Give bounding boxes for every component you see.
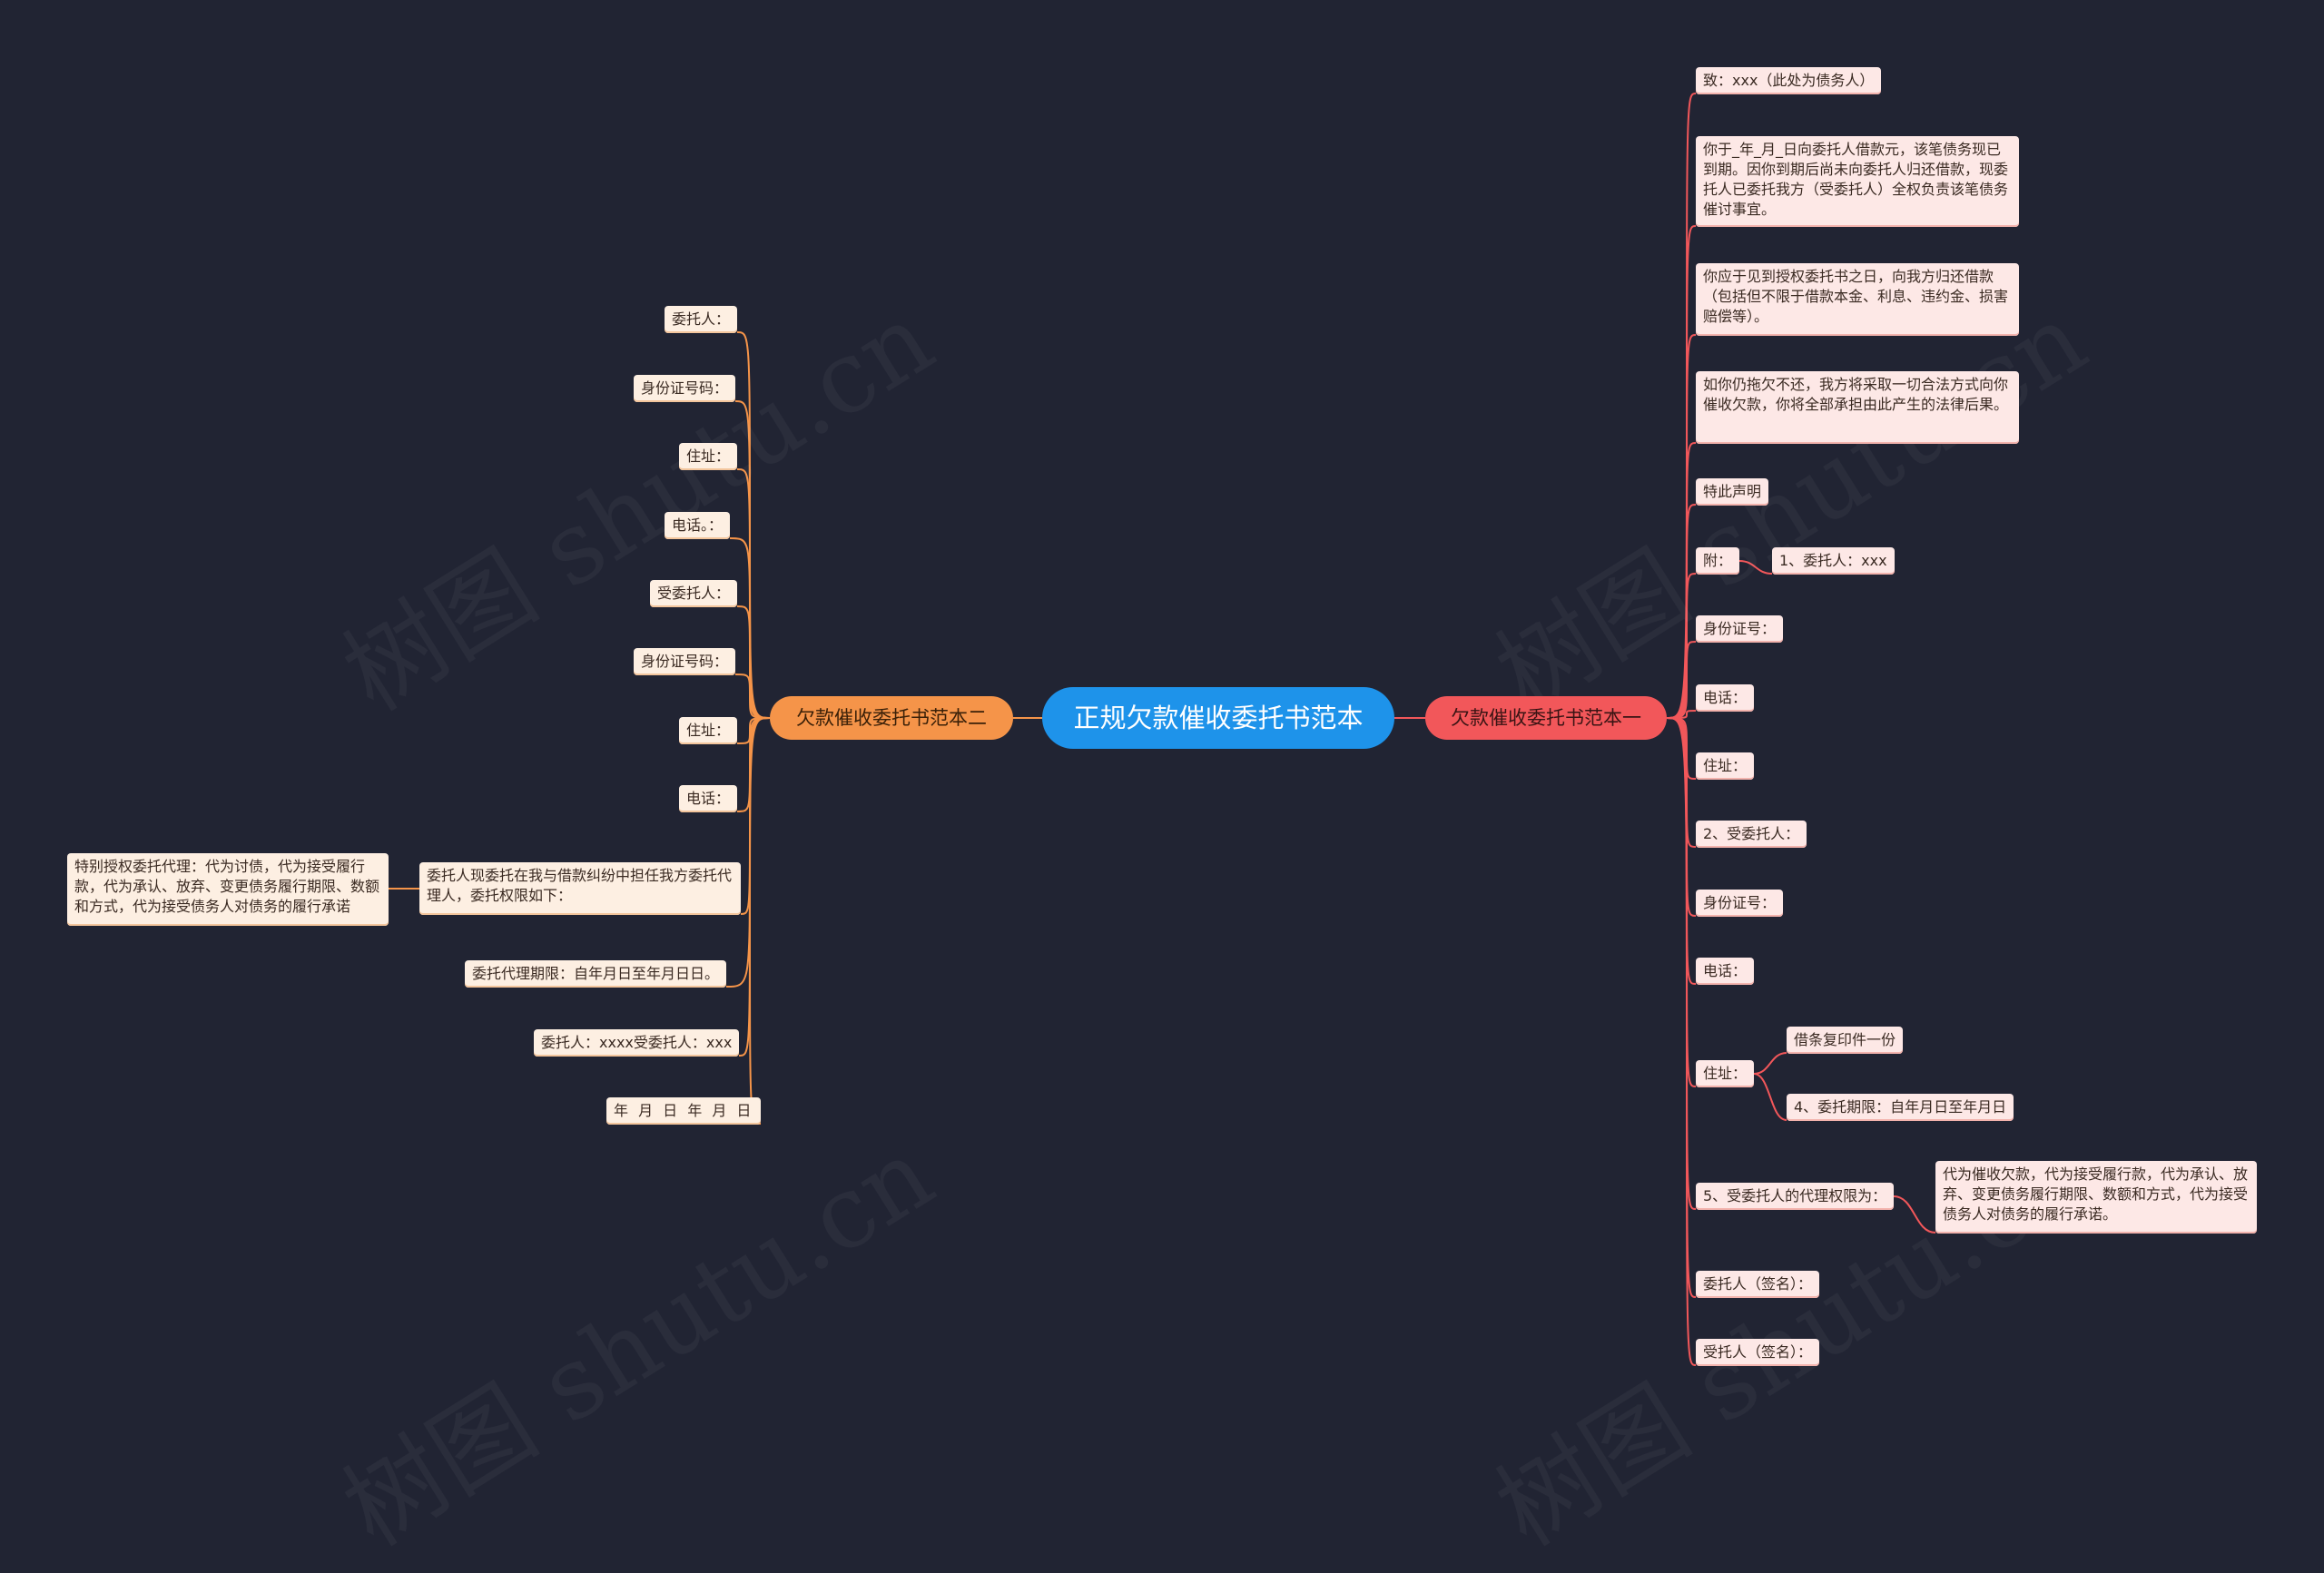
connector-right (1666, 442, 1697, 719)
left-item-address-1[interactable]: 住址： (679, 443, 738, 470)
connector-right-sub (1753, 1073, 1787, 1121)
right-sub-authority-detail[interactable]: 代为催收欠款，代为接受履行款，代为承认、放弃、变更债务履行期限、数额和方式，代为… (1935, 1161, 2257, 1234)
connector-right (1666, 717, 1697, 1298)
right-item-phone-1[interactable]: 电话： (1696, 684, 1755, 712)
connector-right (1666, 717, 1697, 917)
right-item-to[interactable]: 致：xxx（此处为债务人） (1696, 67, 1882, 94)
branch-left-topic[interactable]: 欠款催收委托书范本二 (770, 696, 1013, 740)
left-item-agent[interactable]: 受委托人： (650, 580, 738, 607)
left-item-entrust[interactable]: 委托人现委托在我与借款纠纷中担任我方委托代理人，委托权限如下： (419, 862, 741, 915)
right-item-id-1[interactable]: 身份证号： (1696, 615, 1784, 643)
connector-right (1666, 573, 1697, 719)
left-item-date[interactable]: 年 月 日 年 月 日 (606, 1097, 762, 1125)
right-item-agent[interactable]: 2、受委托人： (1696, 821, 1807, 848)
connector-right (1666, 93, 1697, 719)
left-item-principal[interactable]: 委托人： (665, 306, 738, 333)
right-item-loan-notice[interactable]: 你于_年_月_日向委托人借款元，该笔债务现已到期。因你到期后尚未向委托人归还借款… (1696, 136, 2019, 227)
right-item-repay[interactable]: 你应于见到授权委托书之日，向我方归还借款（包括但不限于借款本金、利息、违约金、损… (1696, 263, 2019, 336)
right-sub-principal[interactable]: 1、委托人：xxx (1772, 547, 1895, 575)
connector-right (1666, 334, 1697, 719)
connector-lines (389, 93, 1936, 1366)
right-item-warning[interactable]: 如你仍拖欠不还，我方将采取一切合法方式向你催收欠款，你将全部承担由此产生的法律后… (1696, 371, 2019, 444)
connector-left (734, 673, 771, 719)
connector-right (1666, 717, 1697, 1087)
right-item-address-1[interactable]: 住址： (1696, 752, 1755, 780)
connector-right-sub (1738, 560, 1773, 575)
connector-left (738, 717, 771, 1057)
connector-right (1666, 225, 1697, 719)
right-sub-term[interactable]: 4、委托期限：自年月日至年月日 (1787, 1094, 2014, 1121)
branch-right-topic[interactable]: 欠款催收委托书范本一 (1425, 696, 1667, 740)
connector-left (736, 331, 771, 719)
connector-right (1666, 717, 1697, 1366)
connector-right (1666, 504, 1697, 719)
left-item-phone-1[interactable]: 电话。： (665, 512, 731, 539)
right-item-phone-2[interactable]: 电话： (1696, 958, 1755, 985)
left-item-id-1[interactable]: 身份证号码： (634, 375, 736, 402)
right-item-sign-principal[interactable]: 委托人（签名）： (1696, 1271, 1820, 1298)
right-sub-iou-copy[interactable]: 借条复印件一份 (1787, 1027, 1904, 1054)
right-item-authority[interactable]: 5、受委托人的代理权限为： (1696, 1183, 1895, 1210)
connector-left (749, 717, 771, 1125)
connector-left (734, 400, 771, 719)
left-item-id-2[interactable]: 身份证号码： (634, 648, 736, 675)
root-topic[interactable]: 正规欠款催收委托书范本 (1042, 687, 1394, 749)
connector-left (740, 717, 771, 915)
right-item-address-2[interactable]: 住址： (1696, 1060, 1755, 1087)
connector-right-sub (1893, 1195, 1936, 1234)
connector-right (1666, 717, 1697, 985)
right-item-declare[interactable]: 特此声明 (1696, 478, 1769, 506)
connector-right (1666, 641, 1697, 719)
left-item-address-2[interactable]: 住址： (679, 717, 738, 744)
right-item-id-2[interactable]: 身份证号： (1696, 890, 1784, 917)
connector-right-sub (1753, 1052, 1787, 1075)
left-item-term[interactable]: 委托代理期限：自年月日至年月日日。 (465, 960, 727, 988)
left-item-signatures[interactable]: 委托人：xxxx受委托人：xxx (534, 1029, 740, 1057)
left-sub-authority-detail[interactable]: 特别授权委托代理：代为讨债，代为接受履行款，代为承认、放弃、变更债务履行期限、数… (67, 853, 389, 926)
connector-right (1666, 717, 1697, 1210)
left-item-phone-2[interactable]: 电话： (679, 785, 738, 812)
right-item-attach[interactable]: 附： (1696, 547, 1740, 575)
connector-left (736, 468, 771, 719)
connector-left (725, 717, 771, 988)
right-item-sign-agent[interactable]: 受托人（签名）： (1696, 1339, 1820, 1366)
